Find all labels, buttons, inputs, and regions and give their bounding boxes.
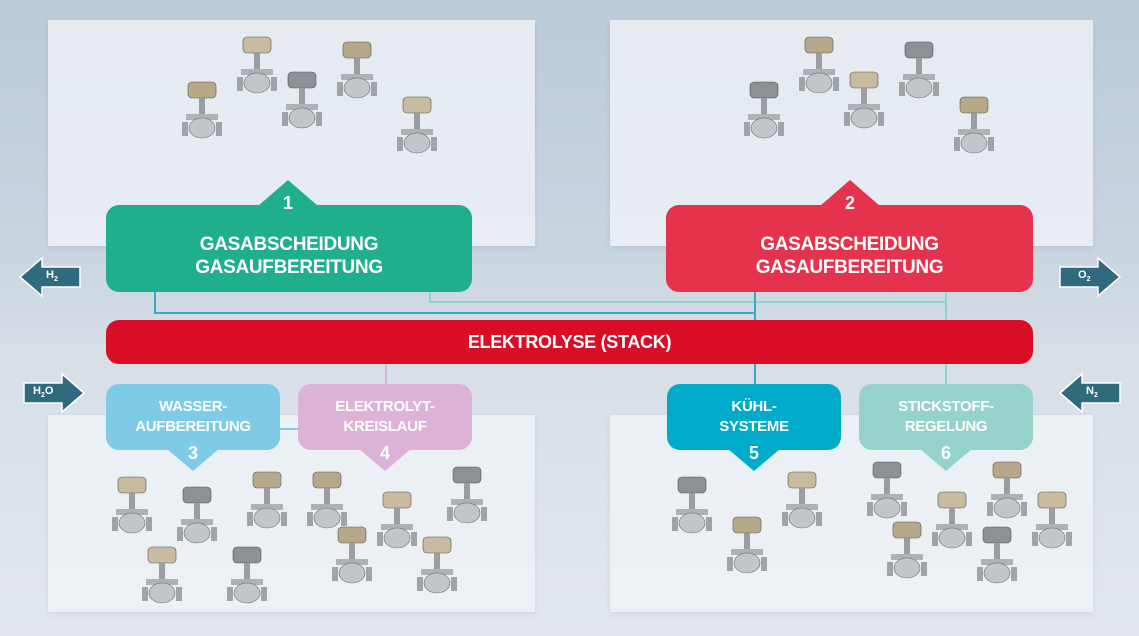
step-number: 4 <box>379 443 390 463</box>
connector-line <box>945 292 947 320</box>
step-number: 2 <box>844 193 855 213</box>
box-label-line1: STICKSTOFF- <box>898 398 994 415</box>
valve-product-image <box>280 70 324 137</box>
pointer-triangle <box>359 449 411 471</box>
box-label-line2: AUFBEREITUNG <box>135 418 251 435</box>
valve-product-image <box>670 475 714 542</box>
water-treatment-box[interactable]: WASSER- AUFBEREITUNG <box>106 384 280 450</box>
connector-line <box>154 312 756 314</box>
h2o-input-arrow: H2O <box>22 372 86 414</box>
o2-label: O2 <box>1078 269 1091 284</box>
box-label-line2: SYSTEME <box>719 418 789 435</box>
box-label-line1: ELEKTROLYT- <box>335 398 435 415</box>
pointer-triangle <box>258 180 318 206</box>
connector-line <box>154 292 156 314</box>
valve-product-image <box>865 460 909 527</box>
electrolyte-circuit-box[interactable]: ELEKTROLYT- KREISLAUF <box>298 384 472 450</box>
valve-product-image <box>725 515 769 582</box>
step-number: 1 <box>282 193 293 213</box>
valve-product-image <box>445 465 489 532</box>
h2o-label: H2O <box>33 385 54 400</box>
electrolysis-stack-bar[interactable]: ELEKTROLYSE (STACK) <box>106 320 1033 364</box>
box-label-line1: GASABSCHEIDUNG <box>760 233 939 255</box>
arrow-right-icon <box>1059 256 1122 298</box>
h2-label: H2 <box>46 269 58 284</box>
arrow-left-icon <box>1058 372 1121 414</box>
step-number: 3 <box>187 443 198 463</box>
step-number: 6 <box>940 443 951 463</box>
box-label-line2: GASAUFBEREITUNG <box>195 256 383 278</box>
box-label-line1: WASSER- <box>159 398 227 415</box>
box-label-line1: GASABSCHEIDUNG <box>199 233 379 255</box>
valve-product-image <box>140 545 184 612</box>
valve-product-image <box>780 470 824 537</box>
valve-product-image <box>395 95 439 162</box>
valve-product-image <box>985 460 1029 527</box>
valve-product-image <box>175 485 219 552</box>
nitrogen-control-box[interactable]: STICKSTOFF- REGELUNG <box>859 384 1033 450</box>
valve-product-image <box>225 545 269 612</box>
pointer-triangle <box>728 449 780 471</box>
connector-line <box>945 364 947 384</box>
valve-product-image <box>742 80 786 147</box>
valve-product-image <box>110 475 154 542</box>
connector-line <box>429 292 431 303</box>
valve-product-image <box>952 95 996 162</box>
gas-separation-h2-box[interactable]: GASABSCHEIDUNG GASAUFBEREITUNG <box>106 205 472 292</box>
gas-separation-o2-box[interactable]: GASABSCHEIDUNG GASAUFBEREITUNG <box>666 205 1033 292</box>
valve-product-image <box>885 520 929 587</box>
valve-product-image <box>235 35 279 102</box>
connector-line <box>280 428 298 430</box>
pointer-triangle <box>920 449 972 471</box>
valve-product-image <box>897 40 941 107</box>
valve-product-image <box>415 535 459 602</box>
valve-product-image <box>975 525 1019 592</box>
valve-product-image <box>930 490 974 557</box>
connector-line <box>754 292 756 320</box>
arrow-right-icon <box>23 372 86 414</box>
valve-product-image <box>305 470 349 537</box>
connector-line <box>754 364 756 384</box>
box-label-line1: KÜHL- <box>731 398 777 415</box>
valve-product-image <box>335 40 379 107</box>
stack-label: ELEKTROLYSE (STACK) <box>467 331 672 352</box>
arrow-left-icon <box>18 256 81 298</box>
valve-product-image <box>797 35 841 102</box>
pointer-triangle <box>820 180 880 206</box>
valve-product-image <box>1030 490 1074 557</box>
n2-label: N2 <box>1086 385 1098 400</box>
o2-output-arrow: O2 <box>1058 256 1122 298</box>
box-label-line2: KREISLAUF <box>343 418 427 435</box>
h2-output-arrow: H2 <box>18 256 82 298</box>
step-number: 5 <box>748 443 759 463</box>
valve-product-image <box>375 490 419 557</box>
box-label-line2: REGELUNG <box>904 418 988 435</box>
box-label-line2: GASAUFBEREITUNG <box>755 256 944 278</box>
pointer-triangle <box>167 449 219 471</box>
n2-input-arrow: N2 <box>1058 372 1122 414</box>
valve-product-image <box>180 80 224 147</box>
valve-product-image <box>842 70 886 137</box>
cooling-systems-box[interactable]: KÜHL- SYSTEME <box>667 384 841 450</box>
valve-product-image <box>330 525 374 592</box>
connector-line <box>429 301 947 303</box>
connector-line <box>385 364 387 384</box>
valve-product-image <box>245 470 289 537</box>
